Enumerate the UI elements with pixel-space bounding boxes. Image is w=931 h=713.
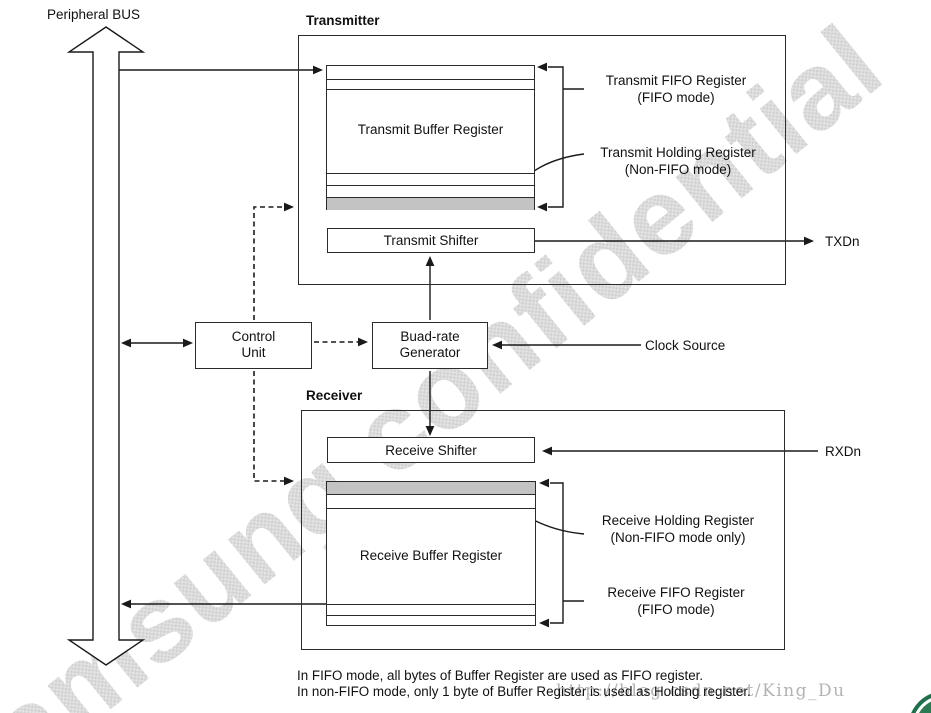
baud-rate-generator: Buad-rate Generator — [372, 322, 488, 369]
arrowhead — [804, 236, 814, 246]
transmitter-box — [298, 35, 786, 285]
receive-holding-row — [327, 482, 535, 495]
arrowhead — [183, 338, 193, 348]
transmit-holding-row — [327, 197, 534, 210]
arrowhead — [537, 62, 547, 72]
control-unit-label-line2: Unit — [241, 345, 266, 360]
transmit-shifter-label: Transmit Shifter — [383, 233, 479, 248]
rxdn-label: RXDn — [825, 444, 862, 459]
transmit-buffer-register-label: Transmit Buffer Register — [357, 122, 504, 137]
transmit-holding-register-label: Transmit Holding Register (Non-FIFO mode… — [600, 145, 756, 177]
arrowhead — [425, 426, 435, 436]
footnote-line2: In non-FIFO mode, only 1 byte of Buffer … — [297, 683, 751, 699]
transmitter-title: Transmitter — [306, 13, 380, 28]
transmit-shifter: Transmit Shifter — [327, 228, 535, 253]
register-row-line — [327, 604, 535, 605]
arrowhead — [121, 599, 131, 609]
footnote: In FIFO mode, all bytes of Buffer Regist… — [297, 668, 751, 699]
txdn-label: TXDn — [825, 234, 860, 249]
receive-buffer-register: Receive Buffer Register — [326, 481, 536, 626]
control-to-transmitter-dashed — [253, 206, 284, 320]
arrowhead — [313, 65, 323, 75]
clock-source-label: Clock Source — [645, 338, 726, 353]
baud-generator-label-line1: Buad-rate — [400, 329, 460, 344]
control-to-receiver-dashed — [253, 371, 284, 482]
peripheral-bus-arrow — [66, 26, 146, 666]
arrowhead — [121, 338, 131, 348]
arrowhead — [425, 256, 435, 266]
peripheral-bus-label: Peripheral BUS — [47, 7, 141, 22]
receive-shifter-label: Receive Shifter — [385, 442, 477, 458]
receive-buffer-register-label: Receive Buffer Register — [359, 548, 503, 563]
receiver-title: Receiver — [306, 388, 363, 403]
control-unit-label-line1: Control — [231, 329, 276, 344]
register-row-line — [327, 173, 534, 174]
arrowhead — [284, 476, 294, 486]
register-row-line — [327, 79, 534, 80]
receive-fifo-register-label: Receive FIFO Register (FIFO mode) — [607, 585, 745, 617]
baud-generator-label-line2: Generator — [399, 345, 461, 360]
url-watermark: http://blog.csdn.net/King_Du — [556, 681, 846, 701]
register-row-line — [327, 89, 534, 90]
arrowhead — [537, 202, 547, 212]
receive-shifter: Receive Shifter — [327, 437, 535, 463]
arrowhead — [539, 618, 549, 628]
arrowhead — [358, 337, 368, 347]
rx-bracket — [550, 482, 564, 624]
arrowhead — [284, 202, 294, 212]
register-row-line — [327, 185, 534, 186]
register-row-line — [327, 508, 535, 509]
transmit-buffer-register: Transmit Buffer Register — [326, 65, 535, 210]
tx-bracket — [548, 66, 564, 208]
receive-holding-register-label: Receive Holding Register (Non-FIFO mode … — [601, 513, 755, 545]
footnote-line1: In FIFO mode, all bytes of Buffer Regist… — [297, 668, 704, 683]
arrowhead — [492, 340, 502, 350]
receiver-box — [301, 410, 785, 650]
register-row-line — [327, 615, 535, 616]
arrowhead — [542, 446, 552, 456]
control-unit: Control Unit — [195, 322, 312, 369]
transmit-fifo-register-label: Transmit FIFO Register (FIFO mode) — [605, 73, 747, 105]
arrowhead — [539, 478, 549, 488]
